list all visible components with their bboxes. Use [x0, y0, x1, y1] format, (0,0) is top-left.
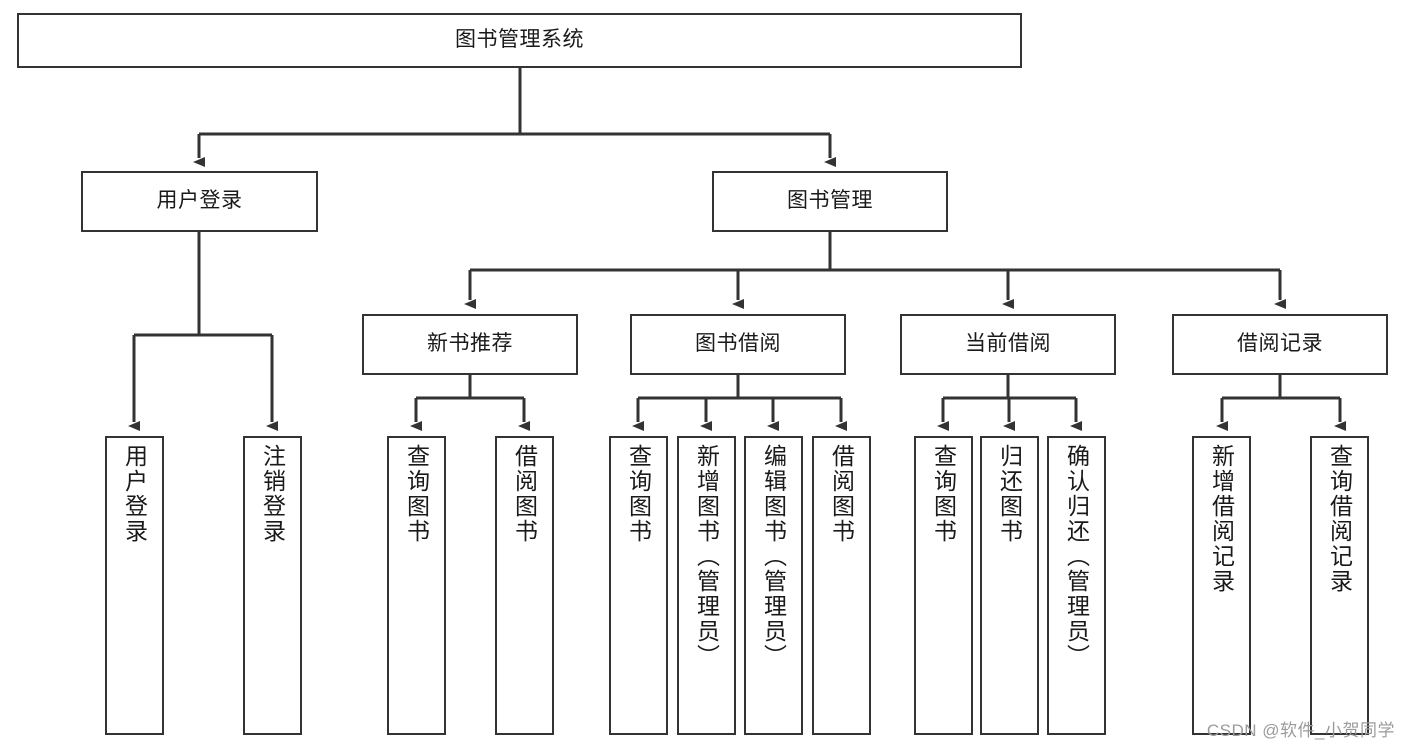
node-label: 图书借阅: [695, 332, 781, 356]
leaf-book-borrow-edit-book-admin[interactable]: 编辑图书（管理员）: [744, 436, 803, 735]
node-label: 用户登录: [121, 444, 148, 544]
node-label: 新书推荐: [427, 332, 513, 356]
node-book-management[interactable]: 图书管理: [712, 171, 948, 232]
node-label: 借阅图书: [511, 444, 538, 544]
node-label: 当前借阅: [965, 332, 1051, 356]
node-root-book-management-system[interactable]: 图书管理系统: [17, 13, 1022, 68]
node-new-book-recommend[interactable]: 新书推荐: [362, 314, 578, 375]
leaf-new-book-borrow-book[interactable]: 借阅图书: [495, 436, 554, 735]
node-borrow-record[interactable]: 借阅记录: [1172, 314, 1388, 375]
leaf-borrow-record-add-record[interactable]: 新增借阅记录: [1192, 436, 1251, 735]
leaf-user-login-logout[interactable]: 注销登录: [243, 436, 302, 735]
node-label: 借阅记录: [1237, 332, 1323, 356]
node-label: 查询图书: [930, 444, 957, 544]
node-label: 查询图书: [625, 444, 652, 544]
node-label: 图书管理: [787, 189, 873, 213]
node-label: 查询借阅记录: [1326, 444, 1353, 594]
node-user-login[interactable]: 用户登录: [81, 171, 318, 232]
leaf-current-borrow-confirm-return-admin[interactable]: 确认归还（管理员）: [1047, 436, 1106, 735]
node-label: 借阅图书: [828, 444, 855, 544]
leaf-current-borrow-return-book[interactable]: 归还图书: [980, 436, 1039, 735]
leaf-book-borrow-borrow-book[interactable]: 借阅图书: [812, 436, 871, 735]
leaf-new-book-query-book[interactable]: 查询图书: [387, 436, 446, 735]
node-label: 注销登录: [259, 444, 286, 544]
leaf-current-borrow-query-book[interactable]: 查询图书: [914, 436, 973, 735]
node-label: 用户登录: [156, 189, 243, 213]
node-label: 新增借阅记录: [1208, 444, 1235, 594]
node-label: 查询图书: [403, 444, 430, 544]
leaf-book-borrow-query-book[interactable]: 查询图书: [609, 436, 668, 735]
node-label: 确认归还（管理员）: [1063, 444, 1090, 669]
node-current-borrow[interactable]: 当前借阅: [900, 314, 1116, 375]
leaf-borrow-record-query-record[interactable]: 查询借阅记录: [1310, 436, 1369, 735]
node-label: 新增图书（管理员）: [693, 444, 720, 669]
node-label: 归还图书: [996, 444, 1023, 544]
node-book-borrow[interactable]: 图书借阅: [630, 314, 846, 375]
node-label: 图书管理系统: [455, 28, 584, 52]
leaf-user-login-login[interactable]: 用户登录: [105, 436, 164, 735]
node-label: 编辑图书（管理员）: [760, 444, 787, 669]
csdn-watermark: CSDN @软件_小贺同学: [1206, 721, 1395, 740]
leaf-book-borrow-add-book-admin[interactable]: 新增图书（管理员）: [677, 436, 736, 735]
